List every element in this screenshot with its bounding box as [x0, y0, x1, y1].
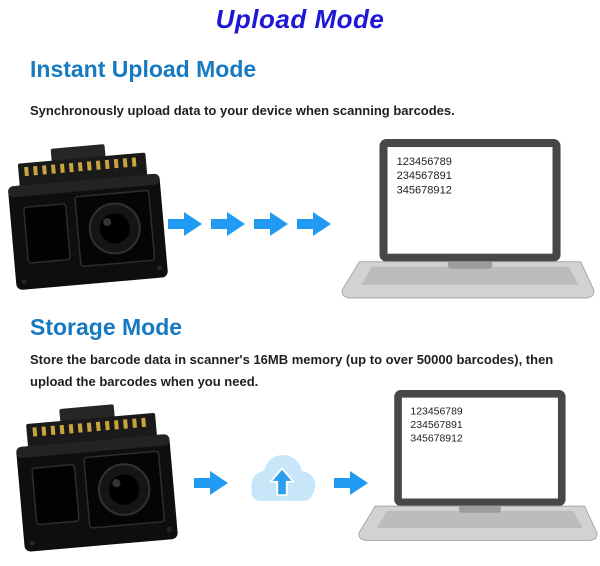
barcode-scanner-illustration — [16, 404, 178, 552]
section-heading-storage: Storage Mode — [30, 314, 183, 340]
section-description-storage: Store the barcode data in scanner's 16MB… — [30, 349, 553, 393]
laptop-screen-line: 123456789 — [397, 156, 452, 168]
laptop-screen-line: 345678912 — [410, 433, 463, 444]
cloud-upload-icon — [251, 455, 316, 501]
right-arrow-icon — [194, 471, 228, 495]
right-arrow-icon — [211, 212, 245, 236]
laptop-screen-line: 234567891 — [397, 170, 452, 182]
right-arrow-icon — [168, 212, 202, 236]
section-heading-instant-upload: Instant Upload Mode — [30, 56, 257, 82]
upload-arrow-icon — [269, 467, 295, 497]
connector-pins — [32, 417, 147, 437]
laptop-screen — [401, 397, 558, 499]
right-arrow-icon — [334, 471, 368, 495]
page-title: Upload Mode — [215, 4, 385, 34]
laptop-screen-line: 123456789 — [410, 407, 463, 418]
laptop-screen — [387, 147, 553, 254]
description-line: Synchronously upload data to your device… — [30, 103, 455, 118]
connector-pins — [24, 157, 137, 177]
right-arrow-icon — [254, 212, 288, 236]
right-arrow-icon — [297, 212, 331, 236]
section-description-instant-upload: Synchronously upload data to your device… — [30, 100, 455, 122]
laptop-screen-line: 345678912 — [397, 184, 452, 196]
laptop-screen-line: 234567891 — [410, 420, 463, 431]
description-line: Store the barcode data in scanner's 16MB… — [30, 352, 554, 367]
description-line: upload the barcodes when you need. — [30, 374, 259, 389]
laptop-illustration: 123456789 234567891 345678912 — [341, 139, 595, 299]
laptop-illustration: 123456789 234567891 345678912 — [358, 390, 598, 541]
barcode-scanner-illustration — [8, 144, 168, 290]
flow-arrows-row — [168, 211, 331, 237]
